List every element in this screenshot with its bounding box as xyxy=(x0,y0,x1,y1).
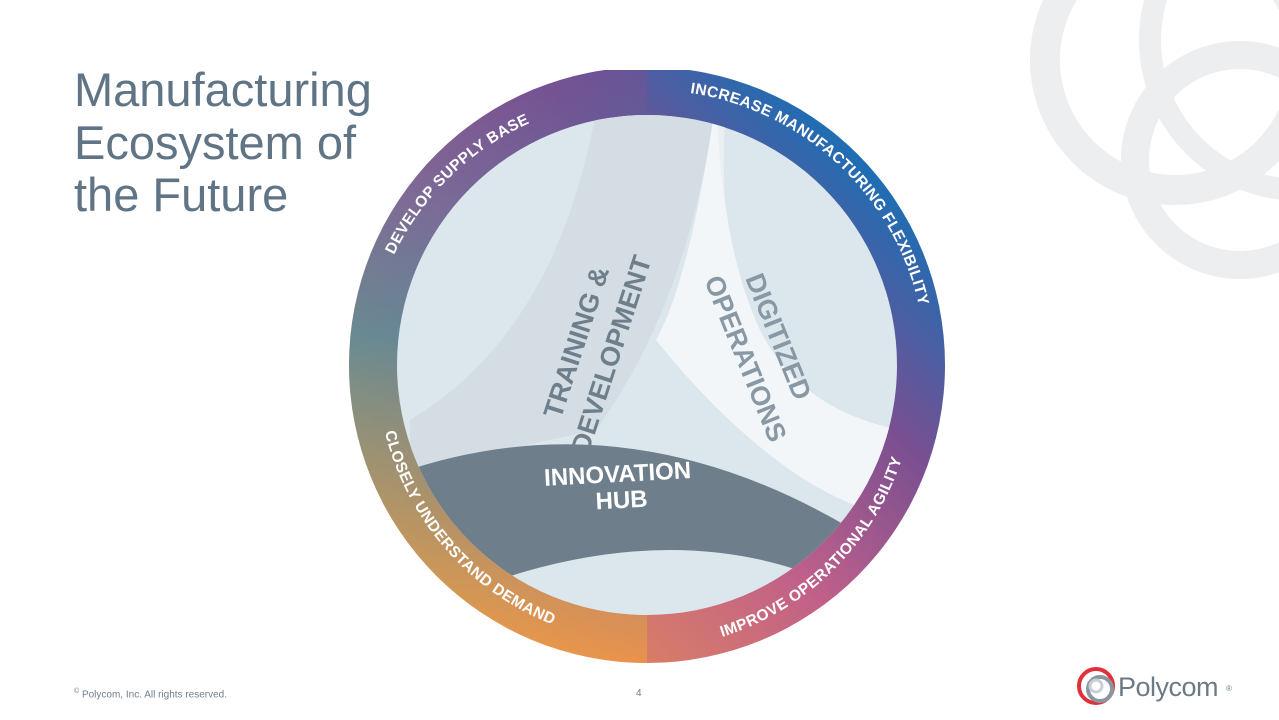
footer-copyright: © Polycom, Inc. All rights reserved. xyxy=(74,688,227,700)
copyright-text: Polycom, Inc. All rights reserved. xyxy=(81,689,228,701)
deco-ring-1 xyxy=(1030,0,1279,205)
logo-registered-mark: ® xyxy=(1226,684,1232,693)
deco-ring-2 xyxy=(1121,41,1279,279)
segment-training xyxy=(410,115,716,470)
segment-digitized xyxy=(656,115,897,520)
copyright-mark: © xyxy=(74,688,80,695)
polycom-logo-icon xyxy=(1077,667,1115,705)
title-line-2: Ecosystem of xyxy=(74,115,357,169)
label-innovation-line-2: HUB xyxy=(595,486,648,516)
title-line-1: Manufacturing xyxy=(74,63,372,116)
title-line-3: the Future xyxy=(74,168,289,222)
segment-innovation xyxy=(397,444,897,615)
ecosystem-wheel: DEVELOP SUPPLY BASE INCREASE MANUFACTURI… xyxy=(349,70,945,663)
decorative-rings xyxy=(1030,0,1279,279)
logo-gray-ring xyxy=(1086,675,1114,703)
deco-ring-3 xyxy=(1139,0,1279,200)
page-number: 4 xyxy=(636,688,642,699)
slide-title: Manufacturing Ecosystem of the Future xyxy=(74,63,414,222)
logo-wordmark: Polycom xyxy=(1118,672,1219,702)
logo-inner-ring xyxy=(1088,678,1104,694)
